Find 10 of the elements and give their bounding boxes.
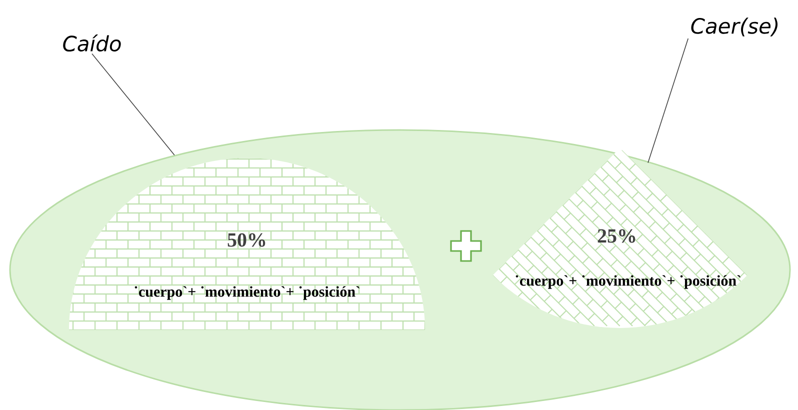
formula-label: ˙cuerpo`+ ˙movimiento`+ ˙posición` xyxy=(134,286,360,300)
formula-label: ˙cuerpo`+ ˙movimiento`+ ˙posición` xyxy=(516,275,740,289)
brick-panel xyxy=(492,148,748,328)
percentage-label: 25% xyxy=(598,229,636,243)
leader-line xyxy=(92,53,175,156)
term-label: Caer(se) xyxy=(691,18,778,36)
percentage-label: 50% xyxy=(228,233,266,247)
brick-panel xyxy=(69,158,425,330)
leader-line xyxy=(648,38,689,164)
term-label: Caído xyxy=(63,34,121,52)
